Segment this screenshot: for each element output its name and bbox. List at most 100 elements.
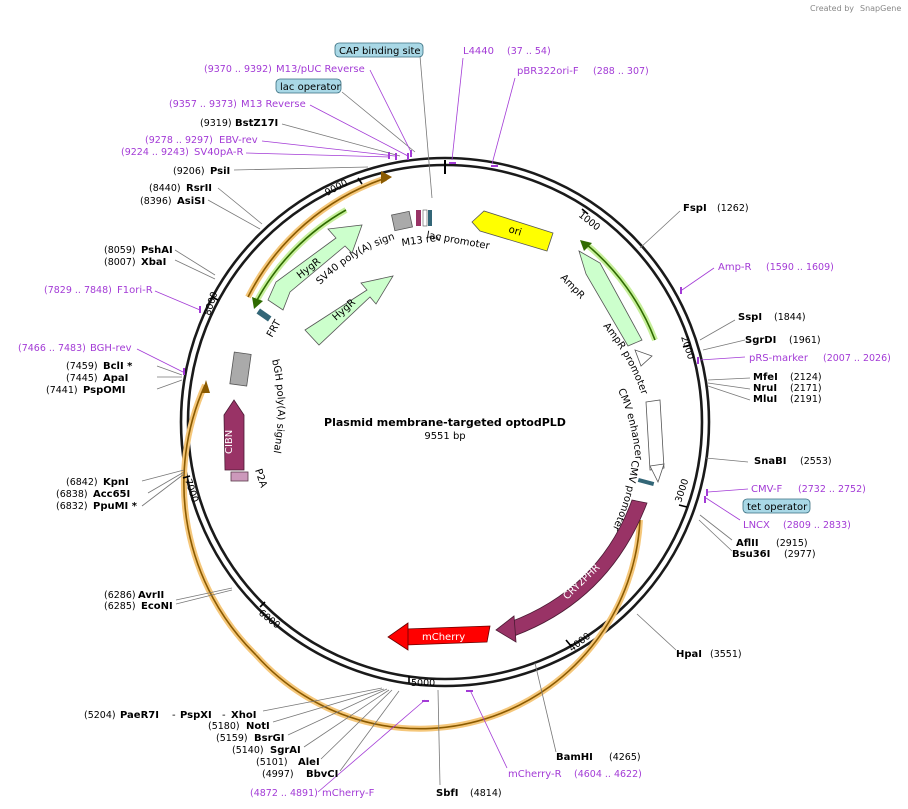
enzyme-position: (6832) [56,501,88,512]
feature-sv40-polya [391,210,413,232]
enzyme-label: RsrII [186,183,212,194]
badge-lac-operator: lac operator [275,78,341,94]
enzyme-label: SbfI [436,788,458,799]
enzyme-position: (9319) [200,118,232,129]
primer-position: (288 .. 307) [593,66,649,77]
enzyme-position: (7441) [46,385,78,396]
enzyme-position: (5180) [208,721,240,732]
feature-cibn-label: CIBN [224,430,235,454]
badge-cap-binding-site: CAP binding site [334,42,424,58]
enzyme-position: (6285) [104,601,136,612]
feature-ampr: AmpR [558,250,643,347]
feature-ori: ori [471,210,554,252]
plasmid-size: 9551 bp [424,431,465,442]
feature-m13rev-label: M13 rev [401,232,443,249]
primer-label: LNCX [743,520,770,531]
primer-position: (9370 .. 9392) [204,64,272,75]
primer-position: (4872 .. 4891) [250,788,318,799]
feature-cry2phr: CRY2PHR [495,499,648,643]
enzyme-position: (3551) [710,649,742,660]
enzyme-position: (7445) [66,373,98,384]
enzyme-position: (5204) [84,710,116,721]
enzyme-label: Acc65I [93,489,130,500]
enzyme-label: SgrAI [270,745,301,756]
feature-bgh-polya-label: bGH poly(A) signal [269,358,286,454]
enzyme-position: (8007) [104,257,136,268]
enzyme-position: (2191) [790,394,822,405]
tick-marks [182,177,691,683]
enzyme-label: Bsu36I [732,549,770,560]
primer-position: (9357 .. 9373) [169,99,237,110]
enzyme-position: (2171) [790,383,822,394]
enzyme-label: MfeI [753,372,778,383]
feature-p2a [230,471,249,482]
enzyme-position: (4814) [470,788,502,799]
enzyme-position: (2977) [784,549,816,560]
enzyme-label: KpnI [103,477,129,488]
svg-text:CAP binding site: CAP binding site [339,46,421,57]
enzyme-position: (6838) [56,489,88,500]
enzyme-label: SnaBI [754,456,786,467]
primer-label: M13 Reverse [241,99,306,110]
enzyme-label: SgrDI [745,335,776,346]
enzyme-label: XhoI [231,710,256,721]
enzyme-label: PspXI [180,710,212,721]
svg-text:lac operator: lac operator [280,82,341,93]
primer-position: (1590 .. 1609) [766,262,834,273]
enzyme-position: (6286) [104,590,136,601]
enzyme-label: PsiI [210,166,230,177]
primer-leader-lines [136,57,749,793]
backbone-outer [179,156,711,688]
feature-p2a-label: P2A [252,468,268,490]
enzyme-position: (8440) [149,183,181,194]
primer-position: (4604 .. 4622) [574,769,642,780]
primer-label: BGH-rev [90,343,132,354]
enzyme-label: PaeR7I [120,710,159,721]
primer-label: SV40pA-R [194,147,243,158]
primer-position: (2809 .. 2833) [783,520,851,531]
feature-hygr-2: HygR [304,275,394,346]
primer-label: F1ori-R [117,285,153,296]
enzyme-position: (6842) [66,477,98,488]
orf-arcs [180,171,658,732]
enzyme-position: (8059) [104,245,136,256]
enzyme-label: XbaI [141,257,166,268]
enzyme-label: PshAI [141,245,173,256]
enzyme-label: BamHI [556,752,593,763]
enzyme-position: (1961) [789,335,821,346]
primer-position: (9224 .. 9243) [121,147,189,158]
credit-brand: SnapGene [860,4,901,13]
primer-position: (9278 .. 9297) [145,135,213,146]
enzyme-label: PspOMI [83,385,125,396]
enzyme-label: BclI * [103,361,133,372]
feature-mcherry-label: mCherry [422,632,465,643]
enzyme-leader-lines [141,55,751,786]
primer-label: L4440 [463,46,494,57]
feature-tet-operator-mark [637,477,655,487]
primer-label: Amp-R [718,262,752,273]
enzyme-position: (1262) [717,203,749,214]
enzyme-position: (9206) [173,166,205,177]
enzyme-position: (2124) [790,372,822,383]
primer-marks [183,150,708,702]
primer-label: mCherry-R [508,769,562,780]
enzyme-label: FspI [683,203,707,214]
primer-position: (2732 .. 2752) [798,484,866,495]
feature-ori-label: ori [507,224,523,238]
enzyme-position: (2553) [800,456,832,467]
tick-label-5000: 5000 [411,678,435,689]
enzyme-position: (5159) [216,733,248,744]
enzyme-label: PpuMI * [93,501,138,512]
enzyme-label: AleI [298,757,320,768]
enzyme-label: AflII [736,538,759,549]
enzyme-position: (5140) [232,745,264,756]
enzyme-label: AvrII [138,590,164,601]
enzyme-position: (1844) [774,312,806,323]
feature-bgh-polya [229,351,252,387]
credit-prefix: Created by [810,4,854,13]
svg-text:tet operator: tet operator [747,502,808,513]
enzyme-position: (4265) [609,752,641,763]
primer-position: (2007 .. 2026) [823,353,891,364]
tick-label-1000: 1000 [576,210,602,234]
